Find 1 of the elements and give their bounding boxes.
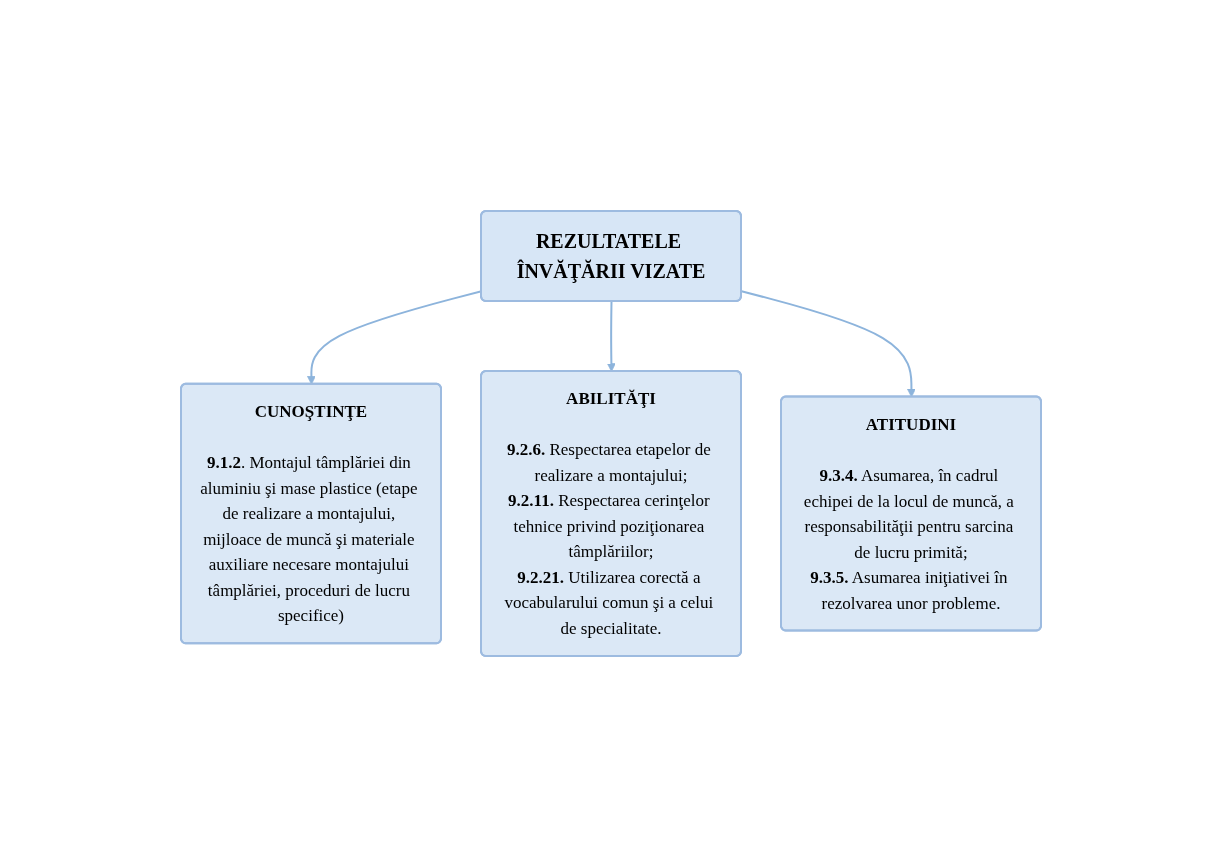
arrow (607, 300, 616, 372)
